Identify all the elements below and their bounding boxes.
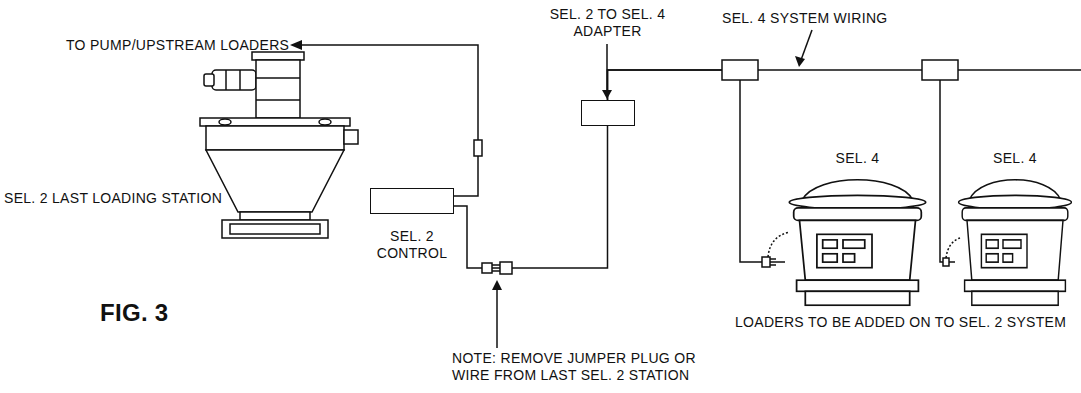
sel2-loader-illustration (222, 220, 328, 238)
node-label: SEL. 4 (785, 150, 930, 167)
label-anchor: FIG. 3 (100, 298, 168, 327)
leader-arrow (492, 30, 812, 348)
leader-arrow (606, 44, 608, 92)
loader-plug (770, 264, 776, 266)
cable (608, 70, 786, 262)
loader-part (797, 280, 919, 291)
loader-part (1003, 254, 1013, 262)
loader-plug (946, 238, 960, 258)
jumper-plug (482, 263, 492, 273)
loader-part (972, 291, 1058, 305)
upstream-wire (290, 40, 482, 196)
jumper-plug (482, 262, 512, 274)
sel2-loader-illustration (319, 119, 331, 125)
system-wiring (940, 69, 1081, 71)
jumper-plug (492, 270, 500, 272)
upstream-wire (474, 140, 482, 156)
loader-part (967, 220, 1063, 280)
sel2-loader-illustration (256, 99, 300, 101)
upstream-wire (300, 45, 478, 196)
sel2-loader-illustration (256, 77, 300, 79)
cable (454, 126, 608, 268)
loader-part (817, 234, 872, 267)
leader-arrow (492, 280, 502, 290)
leader-arrow (602, 90, 612, 99)
system-wiring (722, 60, 758, 80)
loader-part (823, 240, 838, 248)
loader-station: SEL. 4 (955, 150, 1075, 308)
flow-label: TO PUMP/UPSTREAM LOADERS (66, 37, 289, 54)
loader-part (1003, 240, 1021, 248)
wiring-label: SEL. 4 SYSTEM WIRING (722, 10, 887, 27)
label-anchor: SEL. 2 LAST LOADING STATION (4, 190, 222, 207)
adapter-node: SEL. 2 TO SEL. 4 ADAPTER (545, 6, 670, 126)
sel2-loader-illustration (219, 119, 231, 125)
sel2-loader-illustration (200, 52, 358, 238)
jumper-plug (492, 264, 500, 266)
loader-illustration (955, 169, 1075, 308)
sel2-loader-illustration (344, 130, 358, 144)
loader-plug (768, 232, 790, 257)
loader-part (823, 254, 838, 262)
group-label: LOADERS TO BE ADDED ON TO SEL. 2 SYSTEM (735, 314, 1066, 331)
leader-arrow (496, 288, 498, 348)
loader-part (962, 208, 1068, 221)
system-wiring (922, 60, 958, 80)
loader-part (794, 208, 922, 221)
note-text: NOTE: REMOVE JUMPER PLUG OR WIRE FROM LA… (452, 350, 696, 384)
leader-arrow (801, 30, 812, 60)
leader-arrow (795, 56, 805, 67)
loader-part (986, 240, 998, 248)
sel2-loader-illustration (256, 60, 300, 118)
station-label: SEL. 2 LAST LOADING STATION (4, 190, 222, 207)
loader-illustration (785, 169, 930, 308)
control-node: SEL. 2 CONTROL (364, 188, 460, 262)
loader-plug (770, 258, 776, 260)
loader-part (986, 254, 998, 262)
loader-plug (762, 257, 770, 267)
sel2-loader-illustration (204, 74, 214, 86)
node-label: SEL. 2 CONTROL (364, 228, 460, 262)
node-label: SEL. 2 TO SEL. 4 ADAPTER (545, 6, 670, 40)
sel2-loader-illustration (212, 70, 256, 90)
loader-plug (762, 232, 960, 267)
sel2-loader-illustration (225, 70, 227, 90)
loader-part (981, 234, 1027, 267)
control-box (370, 188, 454, 214)
label-anchor: NOTE: REMOVE JUMPER PLUG OR WIRE FROM LA… (452, 350, 696, 384)
loader-part (843, 254, 855, 262)
sel2-loader-illustration (240, 212, 310, 220)
sel2-loader-illustration (200, 118, 350, 126)
jumper-plug (500, 262, 512, 274)
sel2-loader-illustration (239, 70, 241, 90)
loader-plug (943, 258, 949, 266)
loader-part (965, 280, 1066, 291)
loader-station: SEL. 4 (785, 150, 930, 308)
sel2-loader-illustration (206, 150, 344, 212)
loader-part (843, 240, 865, 248)
node-label: SEL. 4 (955, 150, 1075, 167)
label-anchor: SEL. 4 SYSTEM WIRING (722, 10, 887, 27)
loader-part (800, 220, 916, 280)
sel2-loader-illustration (252, 52, 304, 60)
upstream-wire (290, 40, 302, 50)
sel2-loader-illustration (206, 126, 344, 150)
sel2-loader-illustration (230, 224, 320, 234)
label-anchor: TO PUMP/UPSTREAM LOADERS (66, 37, 289, 54)
figure-number: FIG. 3 (100, 298, 168, 327)
loader-part (805, 291, 909, 305)
adapter-box (581, 100, 635, 126)
label-anchor: LOADERS TO BE ADDED ON TO SEL. 2 SYSTEM (735, 314, 1066, 331)
system-wiring (722, 60, 1081, 80)
